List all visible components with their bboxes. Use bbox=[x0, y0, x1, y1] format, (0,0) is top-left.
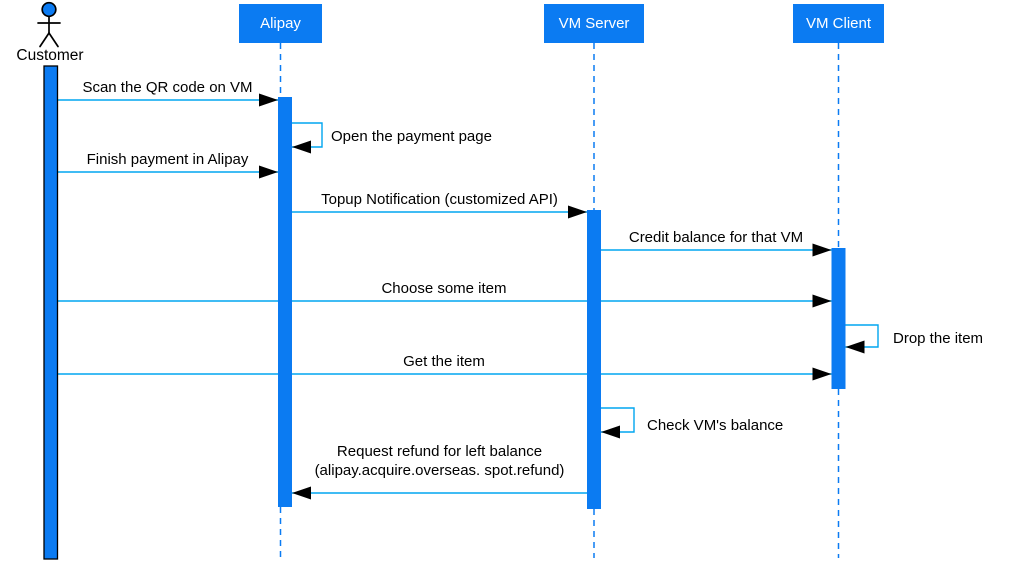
arrowhead-drop-item bbox=[845, 340, 865, 354]
participant-label-vmclient: VM Client bbox=[805, 15, 872, 32]
message-label-scan-qr: Scan the QR code on VM bbox=[82, 79, 253, 96]
arrowhead-open-payment bbox=[292, 140, 311, 154]
activation-bar-customer bbox=[43, 65, 59, 560]
message-label-drop-item: Drop the item bbox=[893, 330, 984, 347]
arrowheads bbox=[259, 93, 865, 500]
message-label-topup-notification: Topup Notification (customized API) bbox=[321, 191, 558, 208]
message-label-refund-line1: Request refund for left balance bbox=[336, 443, 543, 460]
message-label-open-payment: Open the payment page bbox=[331, 128, 492, 145]
arrowhead-refund bbox=[292, 486, 311, 500]
actor-leg-left bbox=[39, 32, 50, 48]
arrowhead-scan bbox=[259, 93, 278, 107]
participant-label-vmserver: VM Server bbox=[558, 15, 630, 32]
lifelines bbox=[279, 43, 840, 558]
self-message-loops bbox=[292, 122, 879, 433]
arrowhead-topup bbox=[568, 205, 587, 219]
message-label-check-balance: Check VM's balance bbox=[647, 417, 784, 434]
activation-bar-vmclient bbox=[831, 248, 846, 389]
message-label-finish-payment: Finish payment in Alipay bbox=[86, 151, 249, 168]
arrowhead-credit bbox=[812, 243, 832, 257]
participant-box-alipay: Alipay bbox=[239, 4, 322, 43]
message-lines bbox=[57, 99, 832, 494]
activation-bars bbox=[43, 65, 846, 560]
arrowhead-check-balance bbox=[601, 425, 620, 439]
actor-figure-icon bbox=[37, 1, 61, 48]
participant-box-vmserver: VM Server bbox=[544, 4, 644, 43]
actor-leg-right bbox=[48, 32, 59, 48]
activation-bar-vmserver bbox=[587, 210, 601, 509]
activation-bar-alipay bbox=[278, 97, 292, 507]
message-label-get-item: Get the item bbox=[403, 353, 485, 370]
participant-box-vmclient: VM Client bbox=[793, 4, 884, 43]
participant-label-alipay: Alipay bbox=[260, 15, 301, 32]
message-label-credit-balance: Credit balance for that VM bbox=[628, 229, 804, 246]
message-label-choose-item: Choose some item bbox=[381, 280, 507, 297]
arrowhead-finish bbox=[259, 165, 278, 179]
actor-head bbox=[41, 1, 57, 18]
arrowhead-choose bbox=[812, 294, 832, 308]
arrowhead-get bbox=[812, 367, 832, 381]
actor-label: Customer bbox=[16, 47, 84, 64]
message-label-refund-line2: (alipay.acquire.overseas. spot.refund) bbox=[314, 462, 565, 479]
